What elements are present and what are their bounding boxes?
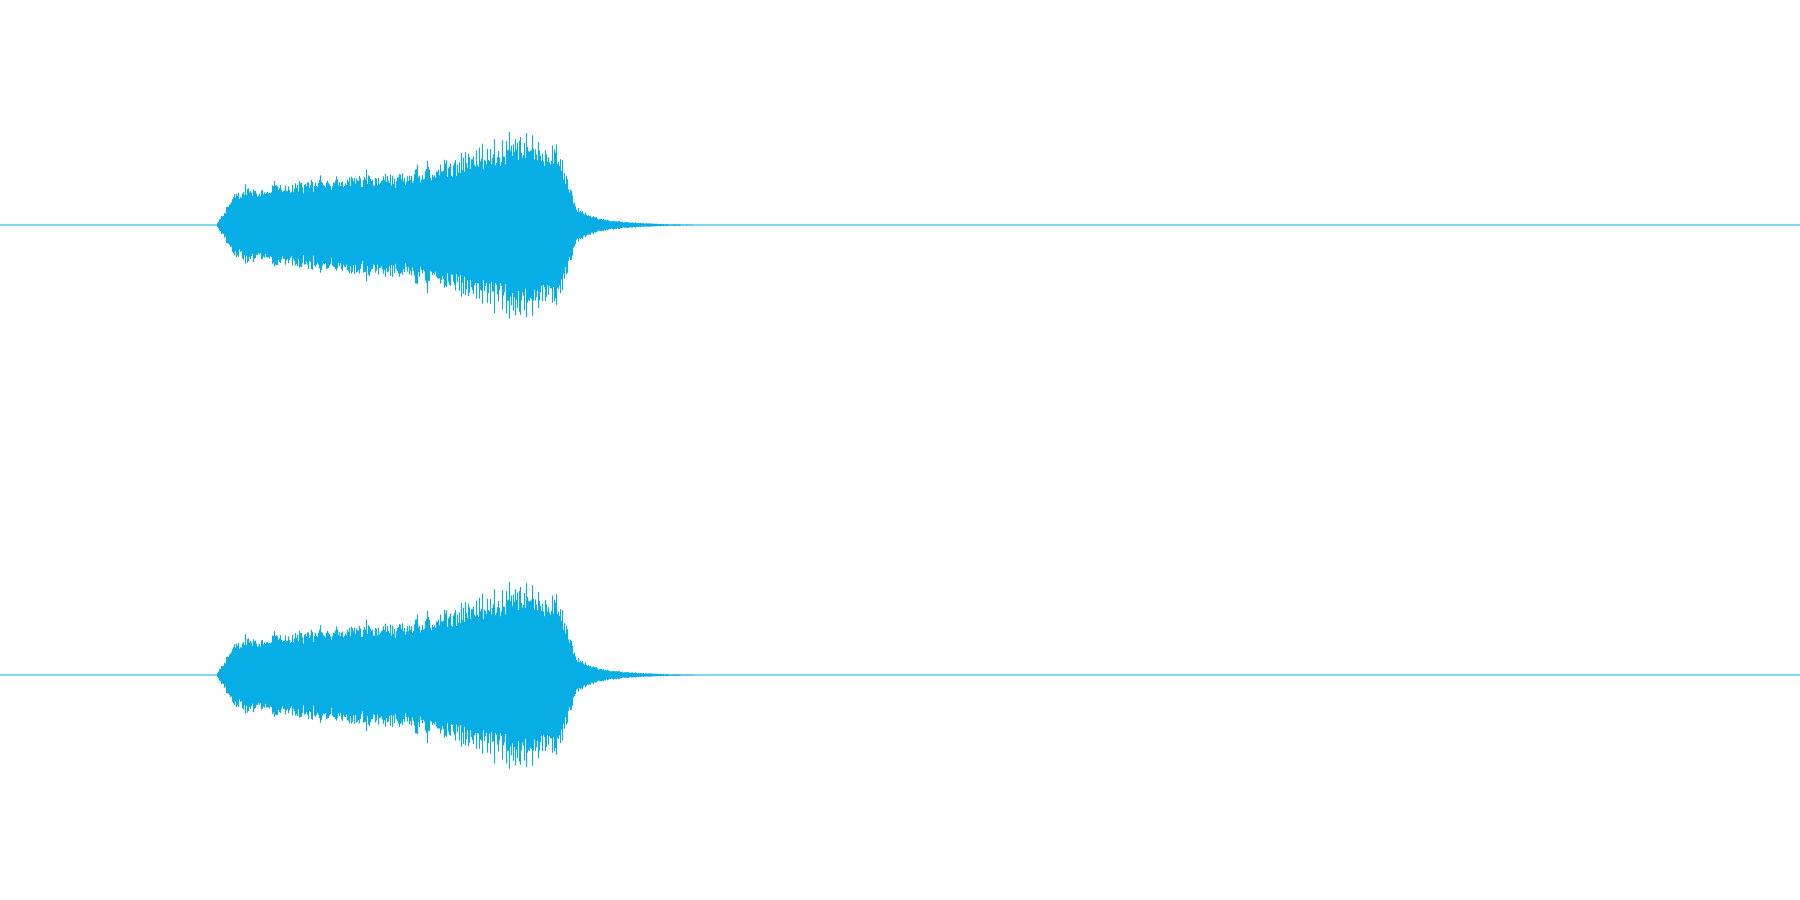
channel-1-waveform — [215, 131, 748, 319]
channel-1 — [0, 131, 1800, 319]
channel-2-waveform — [215, 581, 748, 769]
channel-2 — [0, 581, 1800, 769]
channels — [0, 131, 1800, 769]
